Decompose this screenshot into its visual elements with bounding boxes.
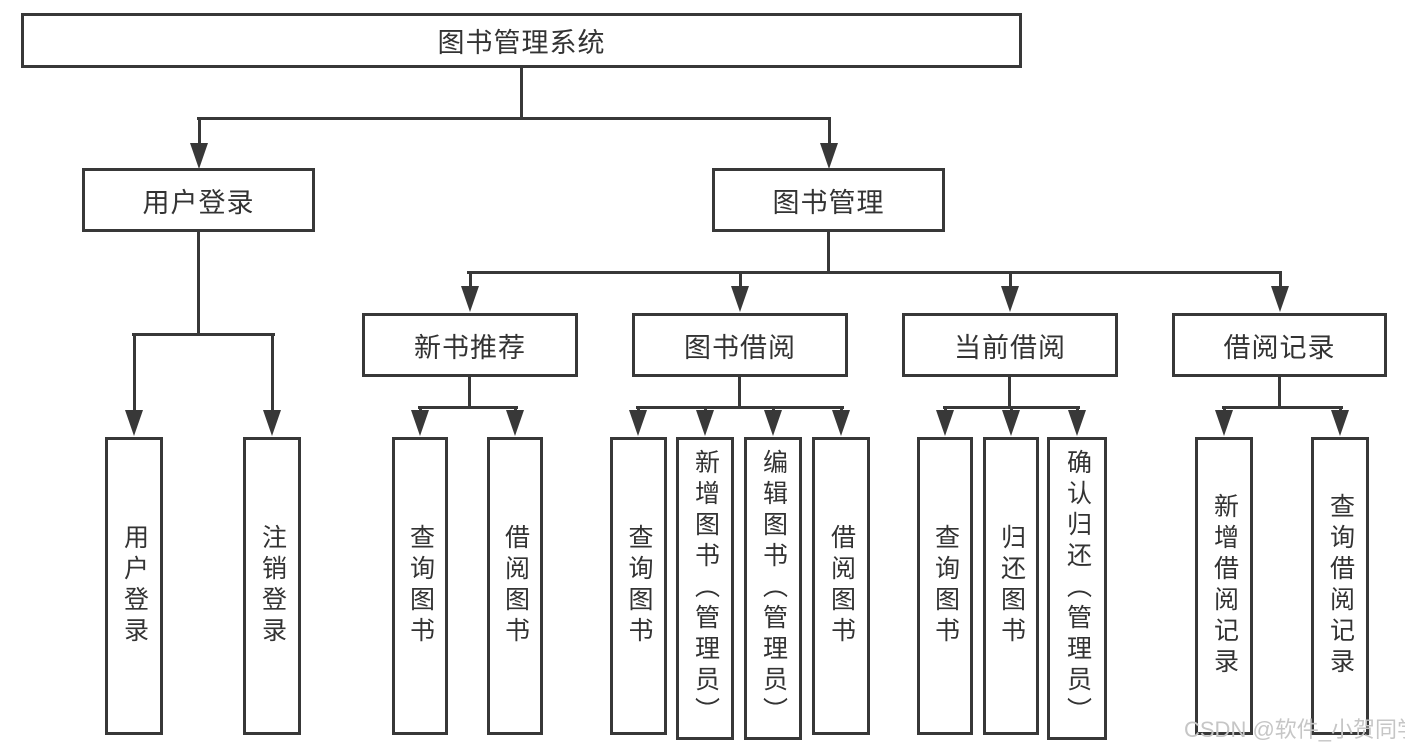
connector-line (520, 68, 523, 119)
connector-line (1008, 377, 1011, 408)
arrow-down-icon (1331, 410, 1349, 436)
node-new-book-recommend: 新书推荐 (362, 313, 578, 377)
connector-line (468, 273, 472, 288)
connector-line (270, 335, 274, 412)
leaf-return-books: 归还图书 (983, 437, 1039, 735)
arrow-down-icon (820, 143, 838, 169)
leaf-confirm-return-admin: 确认归还（管理员） (1047, 437, 1107, 740)
node-user-login: 用户登录 (82, 168, 315, 232)
arrow-down-icon (832, 410, 850, 436)
connector-line (418, 406, 518, 409)
leaf-borrow-books-borrow: 借阅图书 (812, 437, 870, 735)
node-book-borrow: 图书借阅 (632, 313, 848, 377)
csdn-watermark: CSDN @软件_小贺同学 (1184, 717, 1405, 742)
arrow-down-icon (461, 286, 479, 312)
connector-line (827, 119, 831, 145)
arrow-down-icon (190, 143, 208, 169)
connector-line (197, 232, 200, 335)
arrow-down-icon (1271, 286, 1289, 312)
connector-line (467, 271, 1282, 274)
arrow-down-icon (125, 410, 143, 436)
arrow-down-icon (411, 410, 429, 436)
connector-line (468, 377, 471, 408)
leaf-user-login: 用户登录 (105, 437, 163, 735)
leaf-edit-book-admin: 编辑图书（管理员） (744, 437, 802, 740)
arrow-down-icon (263, 410, 281, 436)
connector-line (1222, 406, 1343, 409)
connector-line (738, 273, 742, 288)
connector-line (827, 232, 830, 273)
arrow-down-icon (506, 410, 524, 436)
node-book-management: 图书管理 (712, 168, 945, 232)
leaf-add-borrow-record: 新增借阅记录 (1195, 437, 1253, 735)
arrow-down-icon (1068, 410, 1086, 436)
connector-line (197, 117, 831, 120)
connector-line (197, 119, 201, 145)
connector-line (738, 377, 741, 408)
leaf-borrow-books-recommend: 借阅图书 (487, 437, 543, 735)
connector-line (132, 333, 275, 336)
connector-line (132, 335, 136, 412)
arrow-down-icon (629, 410, 647, 436)
connector-line (1278, 273, 1282, 288)
leaf-query-books-recommend: 查询图书 (392, 437, 448, 735)
arrow-down-icon (696, 410, 714, 436)
arrow-down-icon (731, 286, 749, 312)
leaf-logout: 注销登录 (243, 437, 301, 735)
arrow-down-icon (1001, 286, 1019, 312)
connector-line (636, 406, 844, 409)
arrow-down-icon (1002, 410, 1020, 436)
node-current-borrow: 当前借阅 (902, 313, 1118, 377)
leaf-query-books-current: 查询图书 (917, 437, 973, 735)
arrow-down-icon (764, 410, 782, 436)
node-borrow-records: 借阅记录 (1172, 313, 1387, 377)
node-library-system: 图书管理系统 (21, 13, 1022, 68)
arrow-down-icon (1215, 410, 1233, 436)
connector-line (943, 406, 1080, 409)
leaf-query-books-borrow: 查询图书 (610, 437, 667, 735)
leaf-add-book-admin: 新增图书（管理员） (676, 437, 734, 740)
connector-line (1008, 273, 1012, 288)
connector-line (1278, 377, 1281, 408)
leaf-query-borrow-record: 查询借阅记录 (1311, 437, 1369, 735)
arrow-down-icon (936, 410, 954, 436)
